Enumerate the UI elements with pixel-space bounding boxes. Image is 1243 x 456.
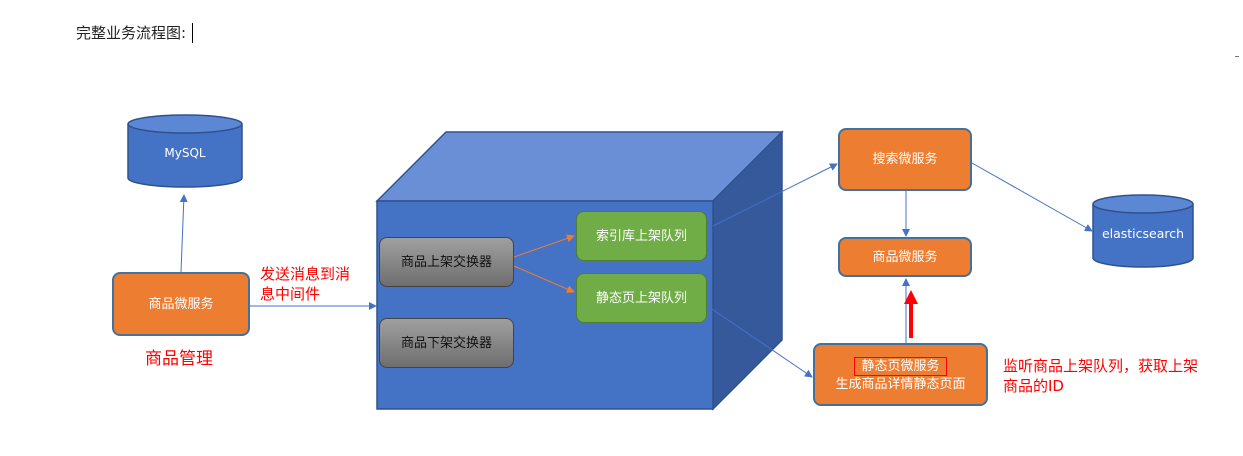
index-up-queue[interactable]: 索引库上架队列 bbox=[576, 211, 707, 261]
static-page-up-queue[interactable]: 静态页上架队列 bbox=[576, 273, 707, 323]
arrow-static-queue-to-static-service bbox=[705, 304, 813, 378]
goods-service-right[interactable]: 商品微服务 bbox=[838, 237, 972, 277]
arrow-exchange-to-static-queue bbox=[513, 265, 575, 293]
goods-down-exchange-label: 商品下架交换器 bbox=[400, 335, 492, 351]
elasticsearch-database bbox=[1092, 194, 1194, 268]
mysql-label: MySQL bbox=[164, 146, 206, 160]
annotation-send-message: 发送消息到消 息中间件 bbox=[260, 265, 351, 303]
static-page-service-title: 静态页微服务 bbox=[854, 356, 947, 376]
goods-up-exchange[interactable]: 商品上架交换器 bbox=[379, 237, 514, 287]
search-service-label: 搜索微服务 bbox=[872, 152, 938, 167]
arrow-exchange-to-index-queue bbox=[513, 234, 575, 258]
static-page-service-desc: 生成商品详情静态页面 bbox=[835, 376, 966, 392]
elasticsearch-label: elasticsearch bbox=[1101, 226, 1185, 241]
text-cursor bbox=[192, 22, 194, 43]
goods-service-right-label: 商品微服务 bbox=[872, 249, 938, 265]
arrow-search-to-elasticsearch bbox=[971, 162, 1093, 232]
goods-service-left[interactable]: 商品微服务 bbox=[112, 272, 250, 336]
goods-down-exchange[interactable]: 商品下架交换器 bbox=[379, 318, 514, 368]
goods-service-left-label: 商品微服务 bbox=[148, 296, 214, 312]
mysql-database bbox=[127, 114, 243, 188]
static-page-up-queue-label: 静态页上架队列 bbox=[595, 290, 687, 306]
arrow-index-queue-to-search bbox=[712, 163, 838, 227]
arrow-goods-to-mysql bbox=[179, 194, 188, 273]
search-service[interactable]: 搜索微服务 bbox=[838, 128, 972, 191]
heading-text: 完整业务流程图: bbox=[76, 24, 187, 42]
goods-up-exchange-label: 商品上架交换器 bbox=[400, 254, 492, 270]
annotation-goods-management: 商品管理 bbox=[145, 349, 213, 369]
page-heading: 完整业务流程图: bbox=[76, 22, 194, 43]
static-page-service[interactable]: 静态页微服务 生成商品详情静态页面 bbox=[813, 343, 988, 406]
corner-mark bbox=[1235, 56, 1239, 57]
annotation-listen-queue: 监听商品上架队列，获取上架 商品的ID bbox=[1003, 357, 1199, 395]
index-up-queue-label: 索引库上架队列 bbox=[595, 228, 687, 244]
